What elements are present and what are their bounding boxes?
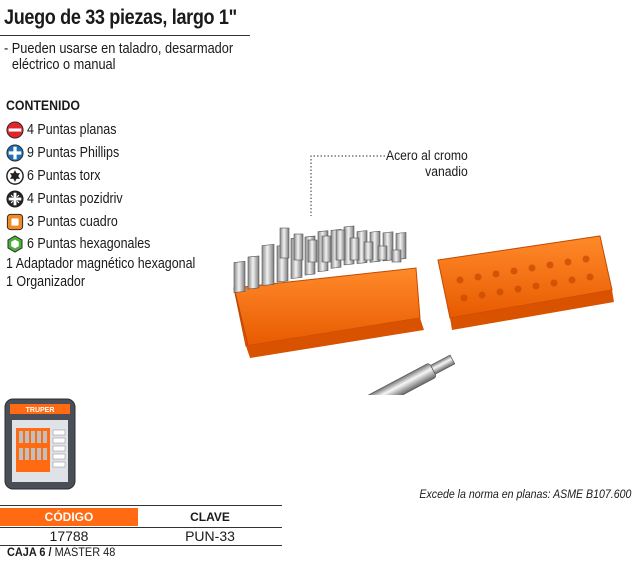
shipping-info: CAJA 6 / MASTER 48 bbox=[7, 547, 115, 559]
torx-tip-icon bbox=[6, 167, 24, 185]
bit-holder bbox=[233, 225, 424, 358]
contents-list: 4 Puntas planas 9 Puntas Phillips 6 Punt… bbox=[6, 119, 226, 293]
phillips-tip-icon bbox=[6, 144, 24, 162]
list-item: 6 Puntas hexagonales bbox=[6, 233, 226, 256]
product-title: Juego de 33 piezas, largo 1" bbox=[4, 6, 237, 29]
packaging-image: TRUPER bbox=[4, 398, 76, 490]
callout-line-1: Acero al cromo bbox=[386, 148, 468, 163]
shipping-separator: / bbox=[45, 547, 55, 559]
spec-table-top-rule bbox=[0, 505, 282, 506]
product-description: - Pueden usarse en taladro, desarmador e… bbox=[4, 41, 233, 73]
list-item-label: 1 Adaptador magnético hexagonal bbox=[6, 255, 196, 272]
codigo-header: CÓDIGO bbox=[0, 508, 138, 526]
magnetic-adapter bbox=[355, 354, 456, 395]
pozidriv-tip-icon bbox=[6, 190, 24, 208]
title-divider bbox=[0, 35, 250, 36]
description-line-1: - Pueden usarse en taladro, desarmador bbox=[4, 41, 234, 57]
list-item: 4 Puntas planas bbox=[6, 119, 226, 142]
list-item: 9 Puntas Phillips bbox=[6, 142, 226, 165]
clave-header: CLAVE bbox=[190, 510, 230, 524]
material-callout: Acero al cromo vanadio bbox=[386, 148, 468, 180]
description-line-2: eléctrico o manual bbox=[11, 57, 116, 73]
list-item: 1 Organizador bbox=[6, 274, 226, 293]
organizer-tray bbox=[437, 235, 614, 330]
list-item-label: 6 Puntas hexagonales bbox=[27, 236, 151, 253]
norma-note: Excede la norma en planas: ASME B107.600 bbox=[419, 489, 631, 501]
list-item-label: 9 Puntas Phillips bbox=[27, 145, 120, 162]
list-item-label: 4 Puntas planas bbox=[27, 122, 117, 139]
contents-heading: CONTENIDO bbox=[6, 97, 80, 113]
flat-tip-icon bbox=[6, 121, 24, 139]
spec-table-mid-rule bbox=[0, 527, 282, 528]
codigo-value: 17788 bbox=[49, 528, 89, 544]
caja-label: CAJA 6 bbox=[7, 547, 46, 559]
list-item-label: 6 Puntas torx bbox=[27, 167, 101, 184]
list-item-label: 4 Puntas pozidriv bbox=[27, 190, 123, 207]
list-item: 4 Puntas pozidriv bbox=[6, 187, 226, 210]
master-label: MASTER 48 bbox=[54, 547, 116, 559]
hex-tip-icon bbox=[7, 235, 23, 253]
spec-table-bottom-rule bbox=[0, 545, 282, 546]
list-item: 1 Adaptador magnético hexagonal bbox=[6, 256, 226, 275]
list-item-label: 1 Organizador bbox=[6, 274, 86, 291]
square-tip-icon bbox=[6, 213, 24, 230]
clave-value: PUN-33 bbox=[185, 528, 235, 544]
product-image bbox=[233, 155, 614, 395]
callout-line-2: vanadio bbox=[425, 164, 468, 179]
list-item-label: 3 Puntas cuadro bbox=[27, 213, 118, 230]
list-item: 6 Puntas torx bbox=[6, 165, 226, 188]
packaging-brand: TRUPER bbox=[26, 407, 55, 414]
list-item: 3 Puntas cuadro bbox=[6, 210, 226, 233]
